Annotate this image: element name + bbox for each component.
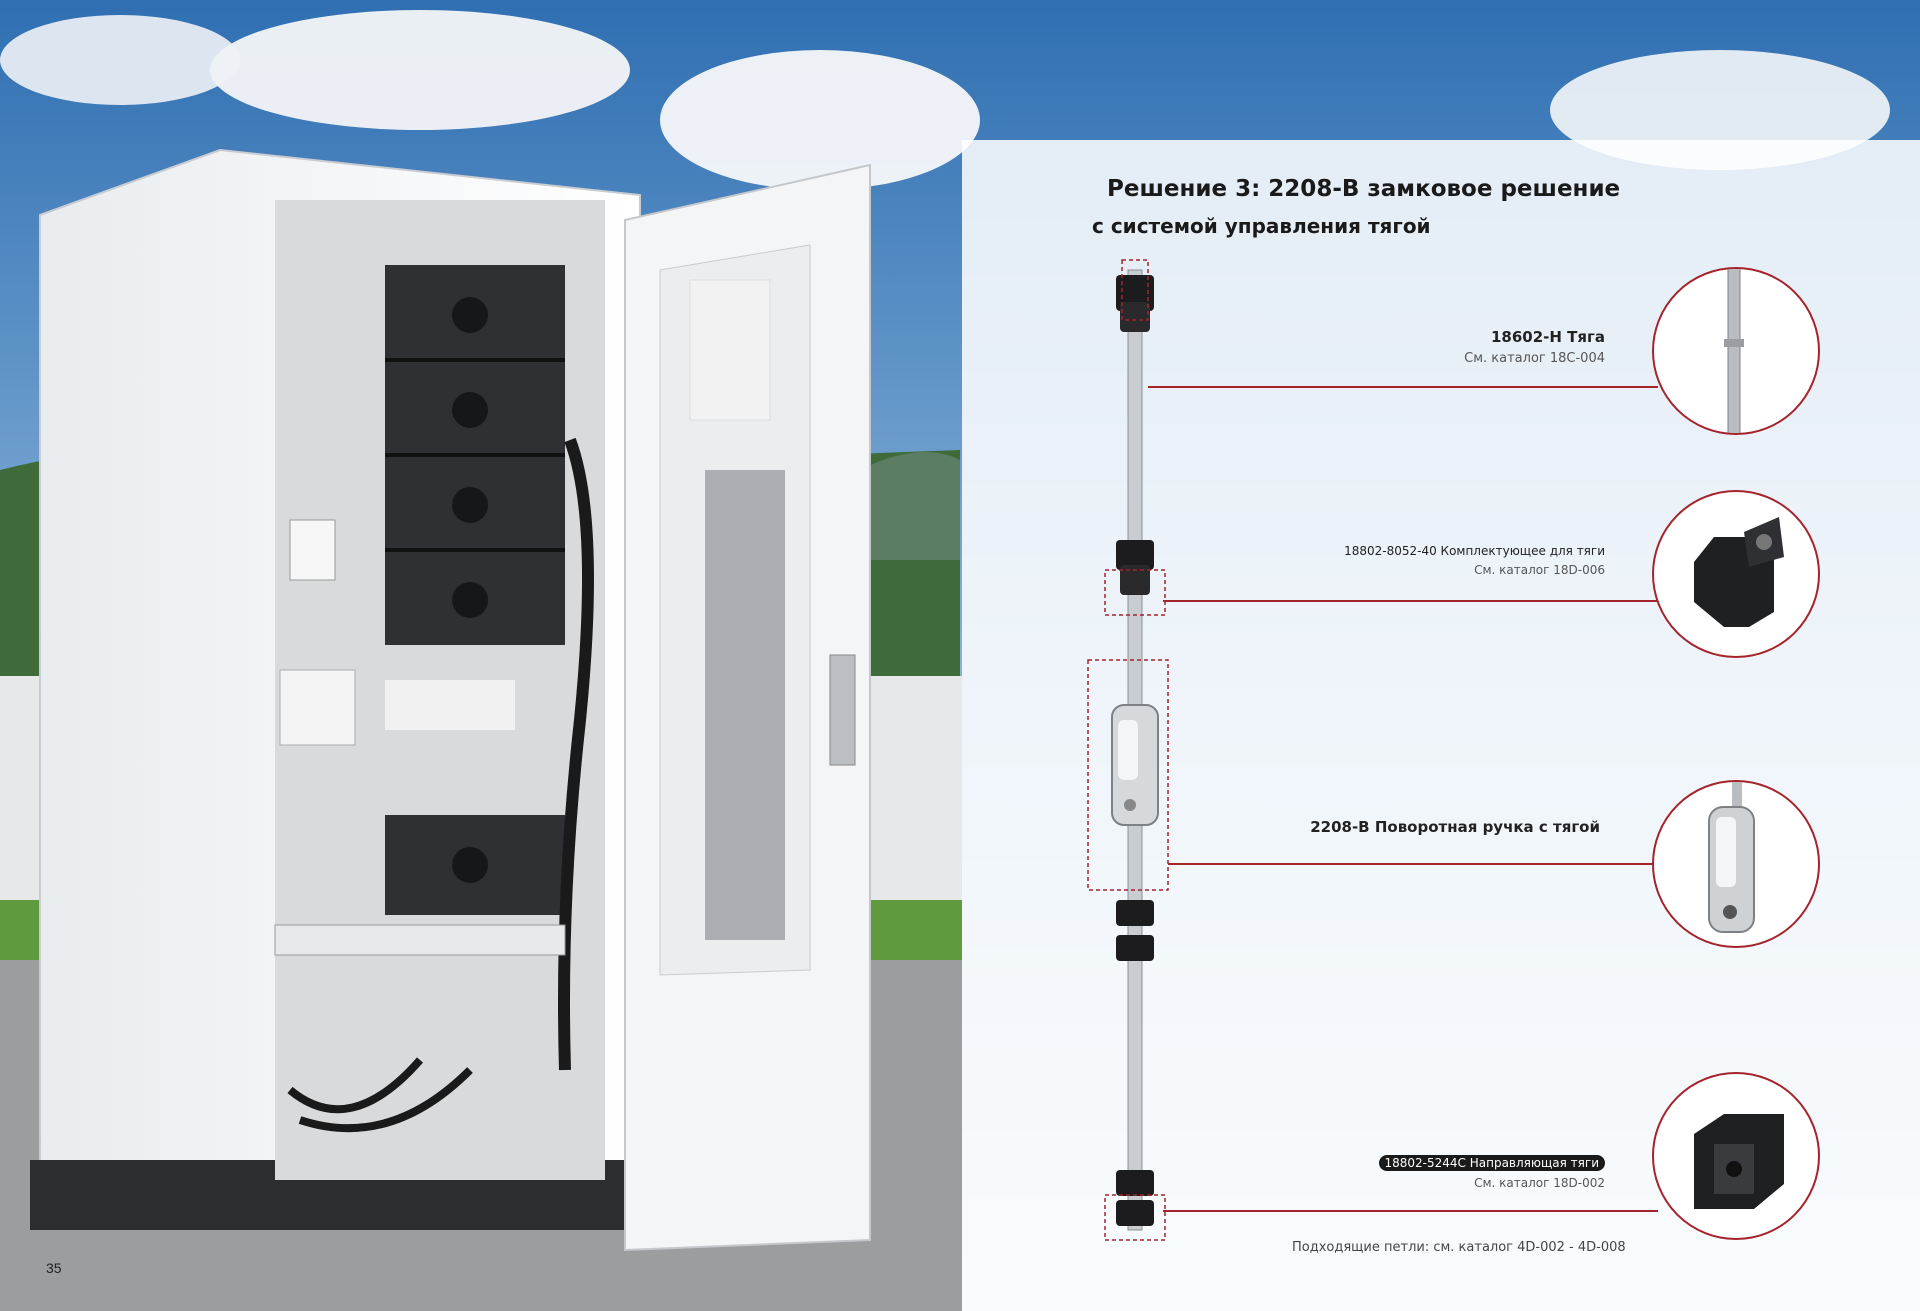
page-title: Решение 3: 2208-B замковое решение <box>1107 176 1621 202</box>
connector-line <box>1148 386 1658 388</box>
hinge-note: Подходящие петли: см. каталог 4D-002 - 4… <box>1292 1240 1626 1255</box>
connector-line <box>1168 863 1658 865</box>
page-subtitle: с системой управления тягой <box>1092 214 1431 238</box>
rod-image <box>1652 267 1820 435</box>
component-label-rod: 18602-H Тяга См. каталог 18C-004 <box>1464 328 1605 366</box>
rod-accessory-icon <box>1694 517 1784 627</box>
rod-guide-icon <box>1694 1114 1784 1209</box>
handle-image <box>1652 780 1820 948</box>
rod-icon <box>1724 269 1744 433</box>
connector-line <box>1163 600 1658 602</box>
guide-image <box>1652 1072 1820 1240</box>
swing-handle-icon <box>1708 782 1755 933</box>
page-number: 35 <box>46 1260 62 1276</box>
accessory-image <box>1652 490 1820 658</box>
component-label-handle: 2208-B Поворотная ручка с тягой <box>1310 818 1600 836</box>
component-label-accessory: 18802-8052-40 Комплектующее для тяги См.… <box>1344 544 1605 577</box>
connector-line <box>1163 1210 1658 1212</box>
rod-system-drawing <box>1087 259 1169 1241</box>
component-label-guide: 18802-5244C Направляющая тяги См. катало… <box>1200 1152 1605 1190</box>
